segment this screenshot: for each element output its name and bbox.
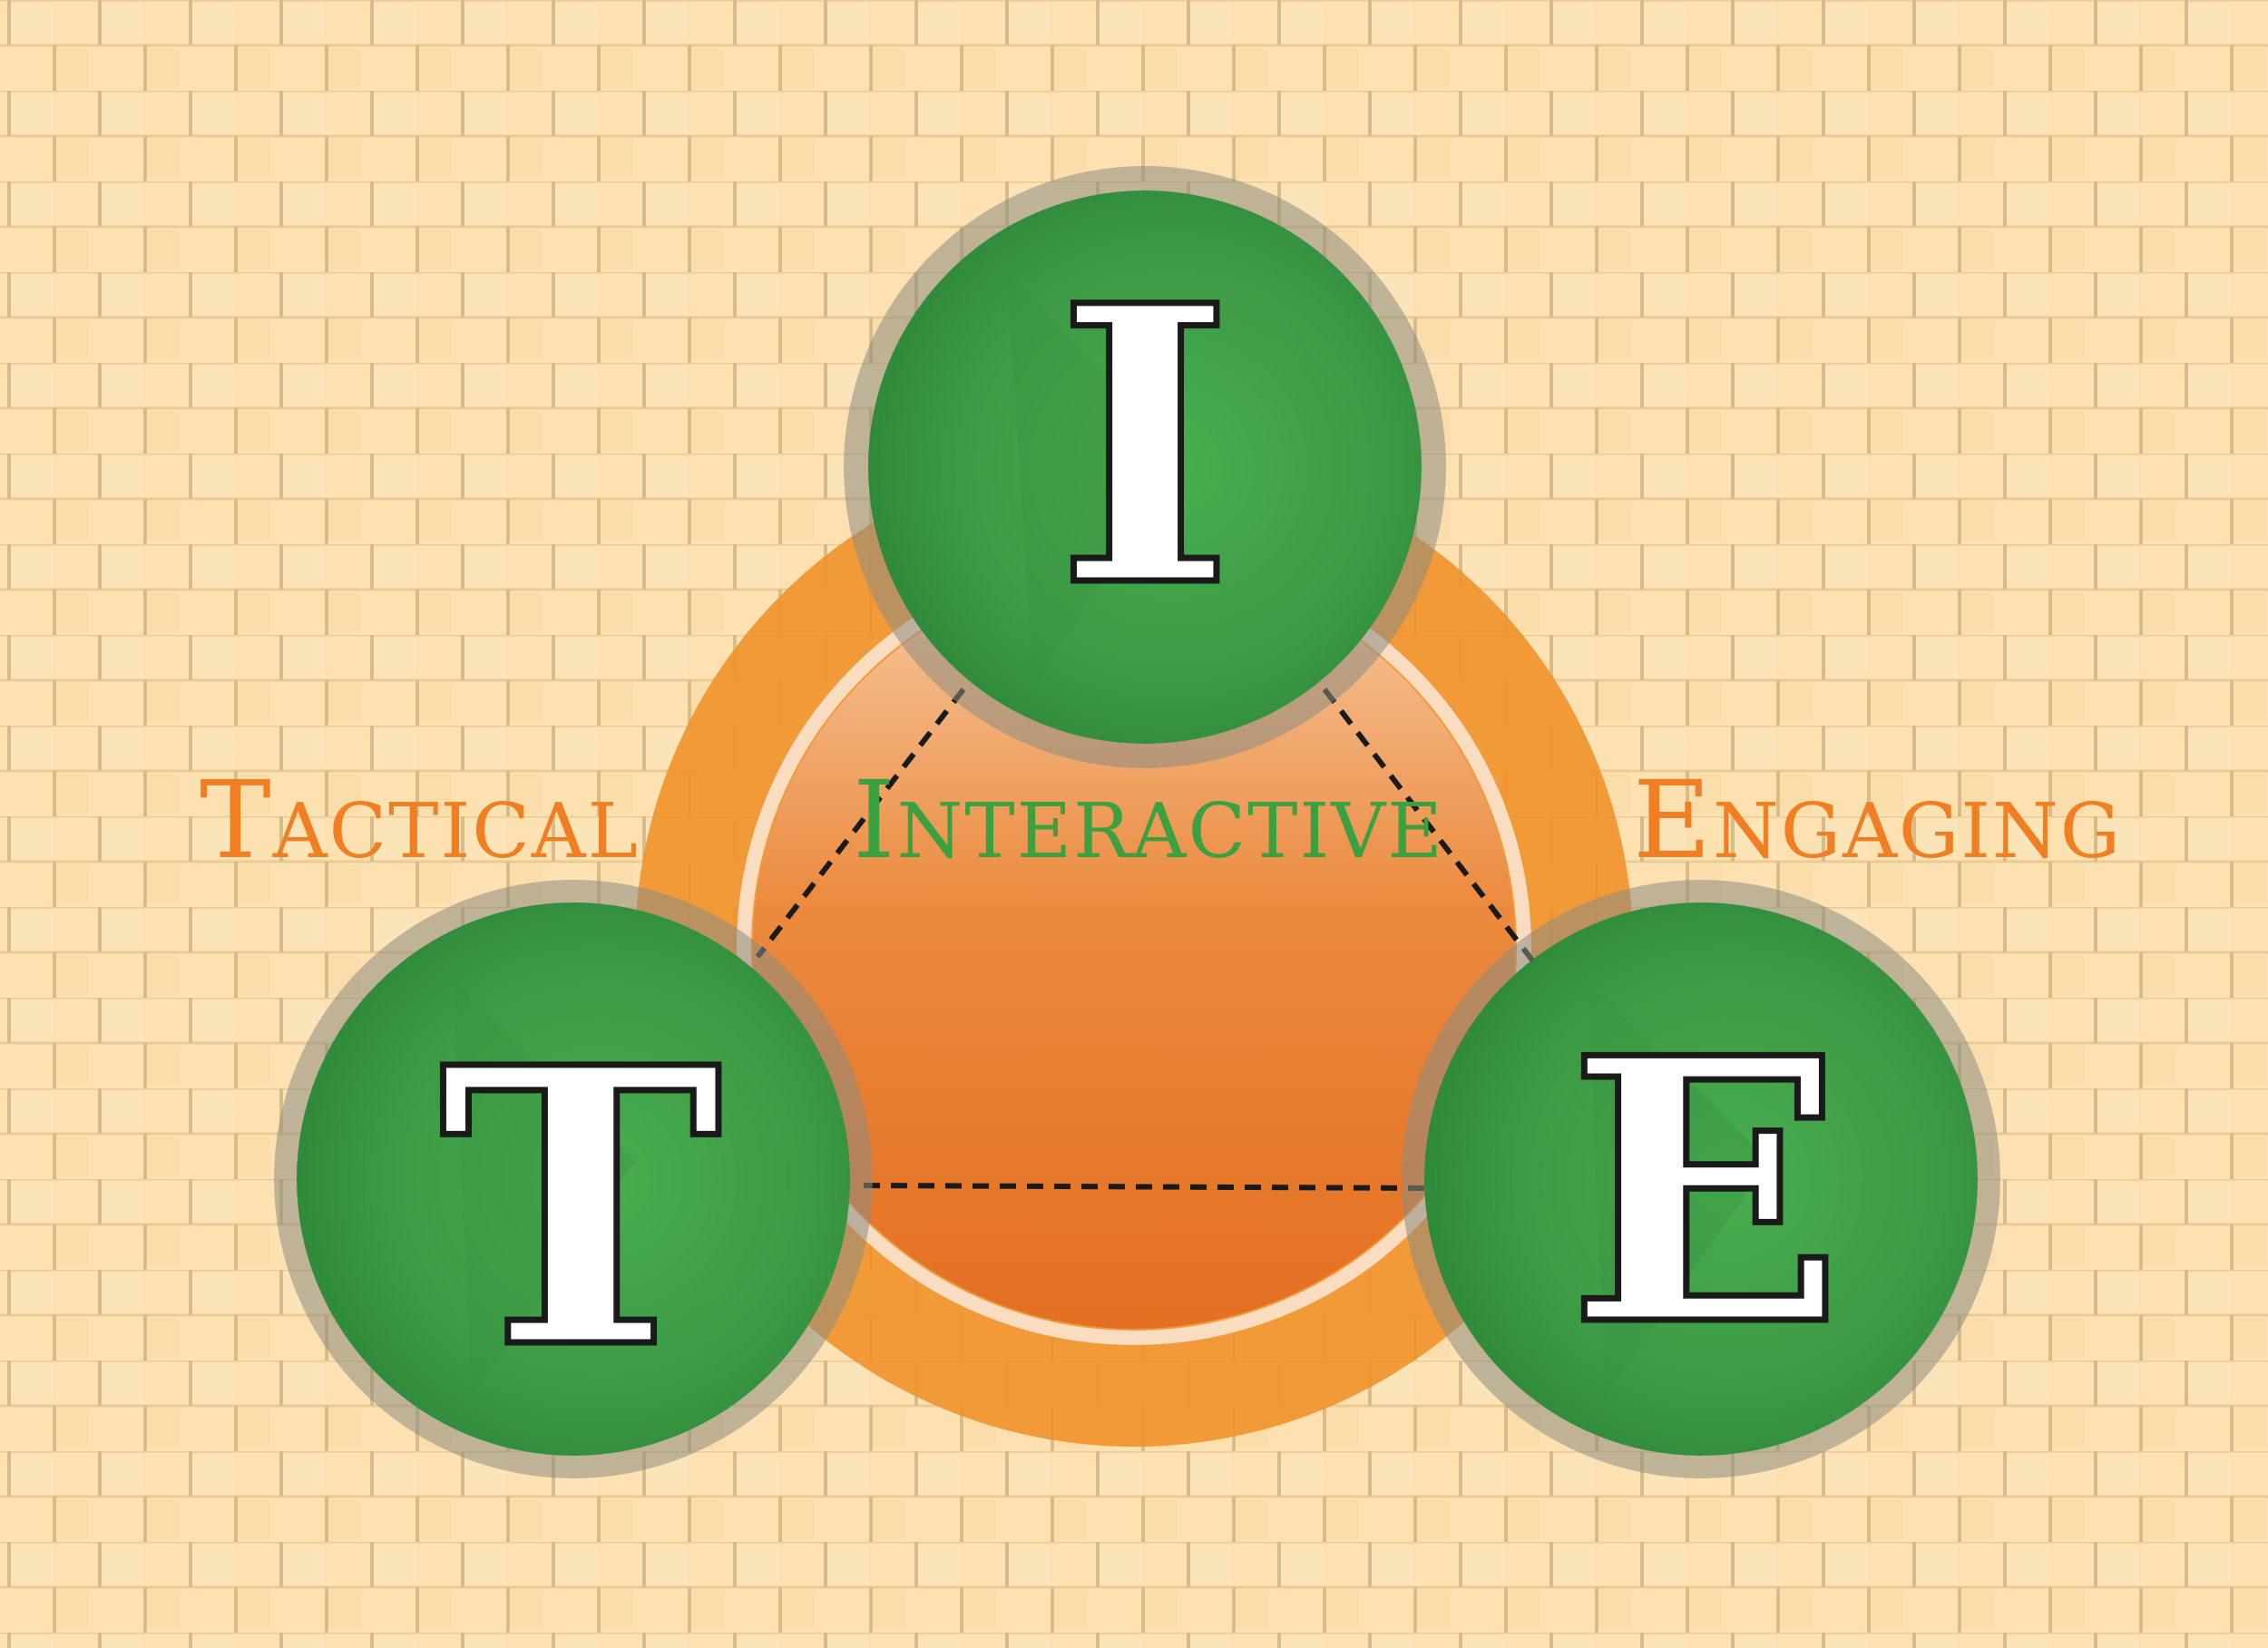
node-e: E (1402, 880, 2000, 1478)
node-i-letter: I (1056, 224, 1234, 671)
node-e-letter: E (1568, 980, 1844, 1406)
label-interactive: Interactive (853, 757, 1444, 883)
node-t-letter: T (439, 986, 723, 1433)
connector-top-right (1322, 687, 1536, 963)
label-engaging: Engaging (1633, 757, 2122, 883)
connector-left-right (863, 1183, 1430, 1191)
node-i: I (844, 166, 1446, 768)
connector-top-left (755, 687, 966, 959)
node-t: T (274, 880, 873, 1478)
connectors (755, 687, 1536, 1191)
label-tactical: Tactical (200, 757, 640, 883)
